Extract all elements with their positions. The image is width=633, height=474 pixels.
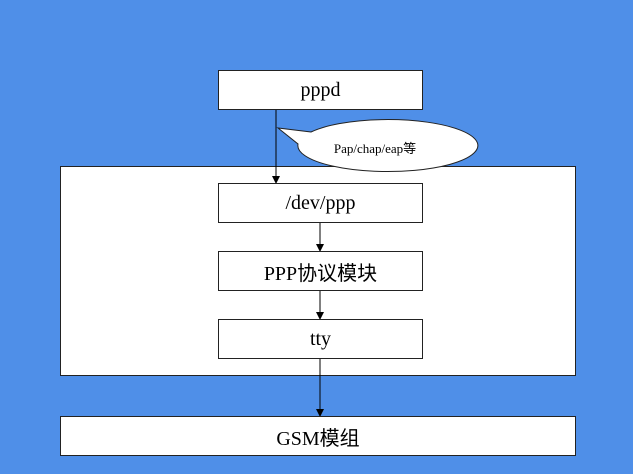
node-tty: tty [218, 319, 423, 359]
node-pppd: pppd [218, 70, 423, 110]
callout-label: Pap/chap/eap等 [333, 141, 417, 156]
node-dev-ppp: /dev/ppp [218, 183, 423, 223]
callout-bubble [276, 119, 479, 173]
node-ppp-protocol-module: PPP协议模块 [218, 251, 423, 291]
node-gsm-module: GSM模组 [60, 416, 576, 456]
